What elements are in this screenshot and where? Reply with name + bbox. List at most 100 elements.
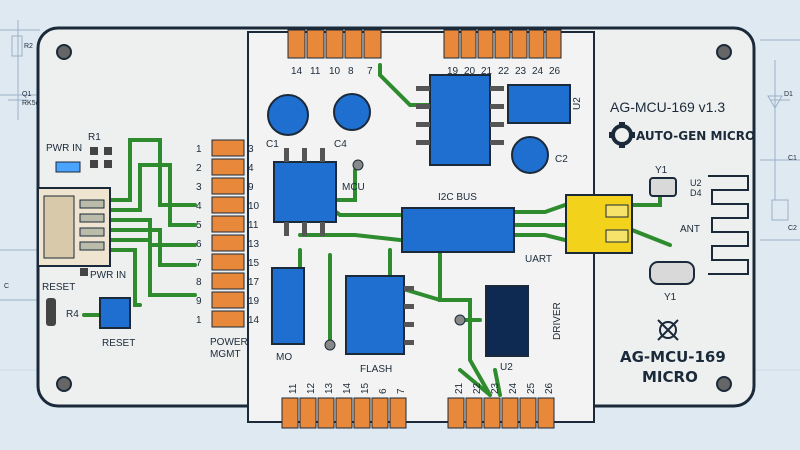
- flash-chip: [345, 275, 414, 355]
- header-pin-label: 4: [196, 201, 202, 212]
- header-pin-label: 24: [508, 382, 519, 394]
- header-pin: [211, 177, 245, 195]
- antenna-icon: [708, 175, 749, 275]
- power-connector: [37, 187, 111, 267]
- via-icon: [454, 314, 466, 326]
- header-pin-label: 6: [378, 388, 389, 394]
- mounting-holes: [56, 44, 732, 392]
- header-pin-label: 24: [532, 66, 544, 77]
- i2c-bus-chip: [401, 207, 515, 253]
- mount-hole-icon: [716, 376, 732, 392]
- header-pin: [211, 139, 245, 157]
- header-pin: [519, 397, 537, 429]
- bg-label-q1: Q1: [22, 91, 31, 98]
- bg-label-d1: D1: [784, 91, 793, 98]
- header-pin-label: 8: [348, 66, 354, 77]
- header-pin: [447, 397, 465, 429]
- header-pin: [287, 29, 306, 59]
- reset-label-bottom: RESET: [102, 338, 135, 349]
- header-pin: [325, 29, 344, 59]
- crystal-y1-icon: [649, 261, 695, 285]
- mo-label: MO: [276, 352, 292, 363]
- header-pin: [477, 29, 494, 59]
- capacitor-c2-icon: [511, 136, 549, 174]
- header-pin: [511, 29, 528, 59]
- bg-label-c: C: [4, 283, 9, 290]
- mo-chip: [271, 267, 305, 345]
- header-pin-label: 25: [526, 382, 537, 394]
- header-pin-label: 9: [196, 296, 202, 307]
- pwr-in-label-bottom: PWR IN: [90, 270, 126, 281]
- gear-logo-icon: [609, 122, 635, 148]
- resistor-icon: [80, 268, 88, 276]
- u2-chip-small: [507, 84, 571, 124]
- uart-connector: [565, 194, 633, 254]
- header-pin: [211, 196, 245, 214]
- header-pin-label: 22: [472, 382, 483, 394]
- header-pin: [211, 215, 245, 233]
- crystal-y1-small-icon: [649, 177, 677, 197]
- header-pin: [211, 272, 245, 290]
- header-pin: [335, 397, 353, 429]
- resistor-icon: [104, 160, 112, 168]
- header-pin: [443, 29, 460, 59]
- header-pin-label: 3: [196, 182, 202, 193]
- board-name-line1: AG-MCU-169: [620, 348, 726, 366]
- header-pin: [363, 29, 382, 59]
- board-name-line2: MICRO: [642, 368, 698, 386]
- header-pin-label: 7: [196, 258, 202, 269]
- header-pin-label: 21: [481, 66, 493, 77]
- header-pin: [460, 29, 477, 59]
- header-pin-label: 1: [196, 315, 202, 326]
- mount-hole-icon: [56, 376, 72, 392]
- header-pin-label: 13: [324, 382, 335, 394]
- ant-label: ANT: [680, 224, 700, 235]
- header-pin-label: 15: [248, 258, 260, 269]
- brand-mark-icon: [657, 319, 679, 341]
- uart-label: UART: [525, 254, 552, 265]
- header-pin: [211, 234, 245, 252]
- header-pin-label: 11: [248, 220, 259, 231]
- header-pin-label: 9: [248, 182, 254, 193]
- header-pin: [317, 397, 335, 429]
- header-pin: [299, 397, 317, 429]
- via-icon: [324, 339, 336, 351]
- header-pin: [211, 310, 245, 328]
- resistor-icon: [104, 147, 112, 155]
- header-pin-label: 26: [544, 382, 555, 394]
- power-mgmt-label-1: POWER: [210, 337, 248, 348]
- header-pin: [371, 397, 389, 429]
- board-title: AG-MCU-169 v1.3: [610, 99, 725, 115]
- header-pin-label: 2: [196, 163, 202, 174]
- header-pin: [528, 29, 545, 59]
- mount-hole-icon: [56, 44, 72, 60]
- header-pin-label: 14: [248, 315, 260, 326]
- bg-label-rk5: RK5(: [22, 100, 39, 107]
- mount-hole-icon: [716, 44, 732, 60]
- header-pin-label: 23: [490, 382, 501, 394]
- d4-label: D4: [690, 188, 702, 198]
- u2-chip-top: [416, 74, 504, 166]
- c1-label: C1: [266, 139, 279, 150]
- header-pin-label: 13: [248, 239, 260, 250]
- header-pin: [501, 397, 519, 429]
- bg-label-c2: C2: [788, 225, 797, 232]
- header-pin-label: 21: [454, 382, 465, 394]
- capacitor-c4-icon: [333, 93, 371, 131]
- header-pin: [281, 397, 299, 429]
- via-icon: [352, 159, 364, 171]
- header-pin-label: 10: [248, 201, 260, 212]
- header-pin-label: 6: [196, 239, 202, 250]
- header-pin-label: 12: [306, 382, 317, 394]
- power-mgmt-label-2: MGMT: [210, 349, 241, 360]
- c4-label: C4: [334, 139, 347, 150]
- header-pin-label: 11: [288, 383, 299, 394]
- header-pin: [545, 29, 562, 59]
- header-pin: [211, 158, 245, 176]
- c2-label: C2: [555, 154, 568, 165]
